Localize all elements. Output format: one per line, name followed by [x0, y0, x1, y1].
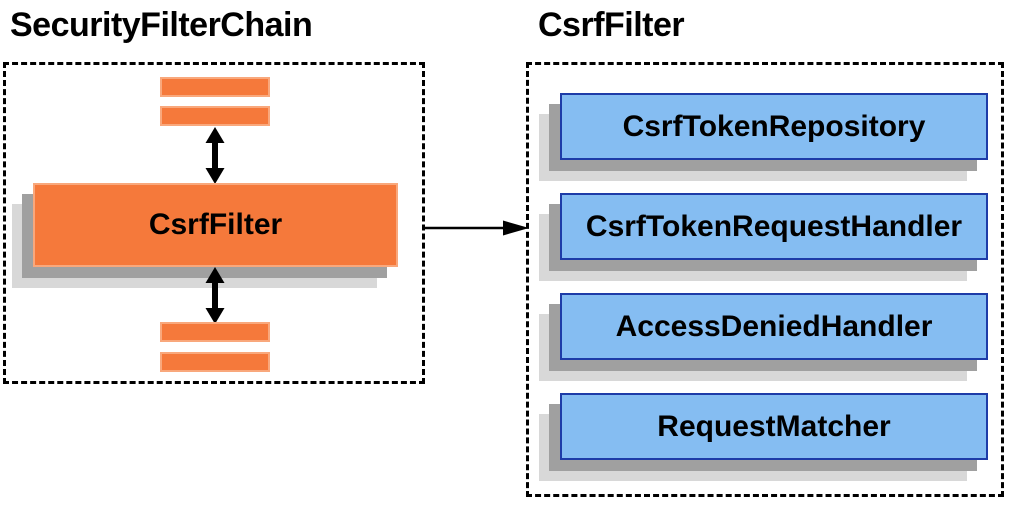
flow-arrow-icon	[425, 220, 529, 236]
security-filter-chain-title: SecurityFilterChain	[10, 6, 313, 44]
filter-bar-top-2	[160, 106, 270, 126]
filter-bar-bottom-1	[160, 322, 270, 342]
component-request-matcher: RequestMatcher	[560, 393, 988, 460]
csrf-filter-box-label: CsrfFilter	[148, 208, 283, 241]
component-csrf-token-request-handler: CsrfTokenRequestHandler	[560, 193, 988, 260]
double-arrow-bottom-icon	[205, 267, 225, 324]
component-access-denied-handler: AccessDeniedHandler	[560, 293, 988, 360]
filter-bar-bottom-2	[160, 352, 270, 372]
double-arrow-top-icon	[205, 127, 225, 184]
component-label: CsrfTokenRequestHandler	[585, 209, 963, 243]
csrf-filter-container	[526, 62, 1004, 497]
csrf-filter-box: CsrfFilter	[33, 183, 398, 267]
component-label: CsrfTokenRepository	[622, 109, 926, 143]
security-filter-chain-container	[3, 62, 425, 384]
component-label: AccessDeniedHandler	[615, 309, 933, 343]
component-csrf-token-repository: CsrfTokenRepository	[560, 93, 988, 160]
component-label: RequestMatcher	[657, 409, 891, 443]
filter-bar-top-1	[160, 77, 270, 97]
csrf-filter-title: CsrfFilter	[538, 6, 685, 44]
